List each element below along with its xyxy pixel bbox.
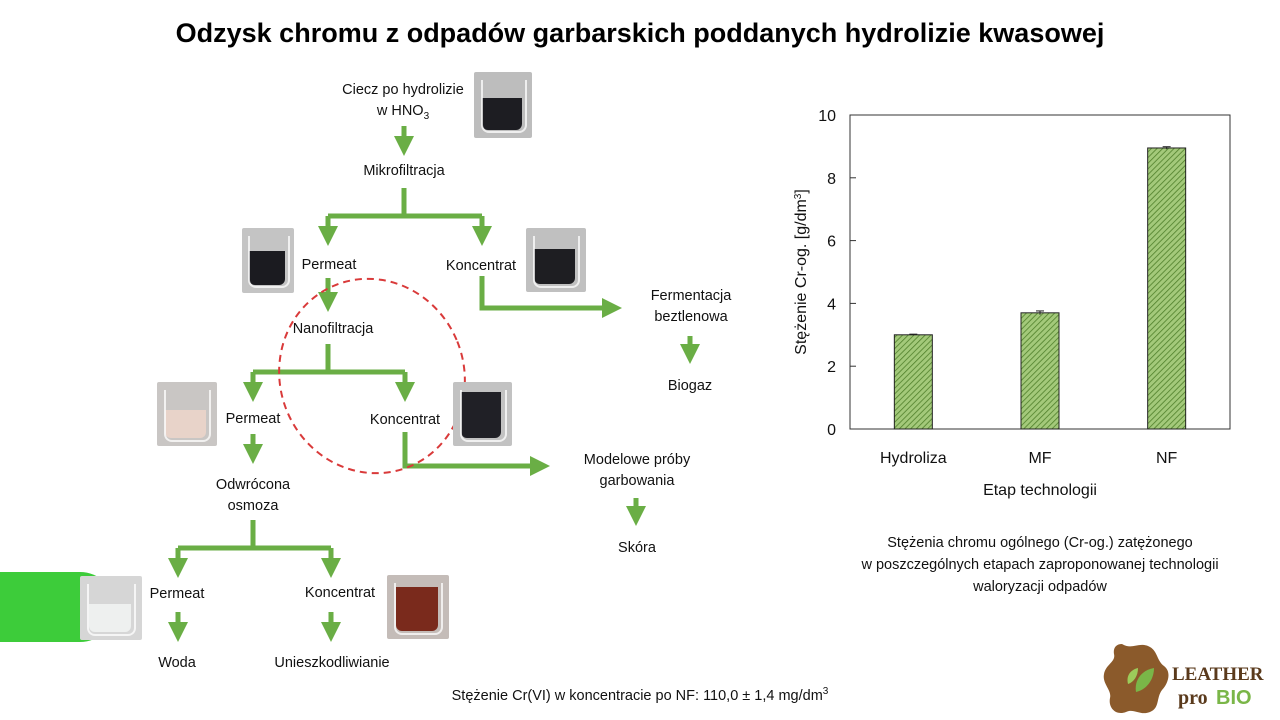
node-permeat-2: Permeat	[225, 411, 281, 427]
split-after-nanofiltracja	[253, 344, 405, 375]
bars	[893, 146, 1187, 430]
y-tick-label: 8	[827, 171, 836, 188]
leather-pro-bio-logo: LEATHER pro BIO	[1103, 644, 1264, 714]
node-koncentrat-2: Koncentrat	[369, 412, 441, 428]
bar-nf	[1147, 147, 1187, 430]
x-tick-label: Hydroliza	[880, 450, 947, 467]
beaker-photo-permeat-mf	[242, 228, 294, 293]
beaker-photo-koncentrat-nf	[453, 382, 512, 446]
x-tick-label: NF	[1156, 450, 1178, 467]
node-unieszkodliwianie: Unieszkodliwianie	[274, 655, 390, 671]
y-axis-label: Stężenie Cr-og. [g/dm3]	[793, 189, 811, 355]
y-tick-label: 0	[827, 422, 836, 439]
node-permeat-3: Permeat	[149, 586, 205, 602]
y-tick-label: 6	[827, 234, 836, 251]
footer-note: Stężenie Cr(VI) w koncentracie po NF: 11…	[451, 686, 829, 704]
node-fermentacja-beztlenowa: Fermentacja beztlenowa	[650, 288, 732, 325]
node-skora: Skóra	[618, 540, 656, 556]
beaker-photo-hydrolizat	[474, 72, 532, 138]
x-axis: Hydroliza MF NF	[880, 450, 1178, 467]
node-mikrofiltracja: Mikrofiltracja	[363, 163, 445, 179]
node-nanofiltracja: Nanofiltracja	[292, 321, 374, 337]
node-biogaz: Biogaz	[667, 378, 713, 394]
logo-text-leather: LEATHER	[1172, 664, 1264, 685]
beaker-photo-permeat-nf	[157, 382, 217, 446]
beaker-photo-koncentrat-mf	[526, 228, 586, 292]
split-after-mikrofiltracja	[328, 188, 482, 219]
arrow-to-modelowe	[402, 432, 550, 476]
beaker-photo-koncentrat-ro	[387, 575, 449, 639]
y-tick-label: 2	[827, 359, 836, 376]
logo-text-bio: BIO	[1216, 687, 1252, 709]
nanofiltration-highlight-ellipse	[278, 277, 466, 475]
node-koncentrat-3: Koncentrat	[304, 585, 376, 601]
node-permeat-1: Permeat	[301, 257, 357, 273]
bar-mf	[1020, 312, 1060, 430]
page-title: Odzysk chromu z odpadów garbarskich podd…	[175, 18, 1105, 48]
node-woda: Woda	[158, 655, 196, 671]
y-axis: 0 2 4 6 8 10	[818, 108, 856, 439]
node-ciecz-po-hydrolizie: Ciecz po hydrolizie w HNO3	[342, 82, 464, 122]
y-tick-label: 4	[827, 296, 836, 313]
x-tick-label: MF	[1028, 450, 1051, 467]
node-koncentrat-1: Koncentrat	[445, 258, 517, 274]
bar-hydroliza	[893, 334, 933, 430]
beaker-photo-permeat-ro	[80, 576, 142, 640]
logo-text-pro: pro	[1178, 687, 1208, 709]
chart-caption: Stężenia chromu ogólnego (Cr-og.) zatężo…	[861, 535, 1219, 595]
y-tick-label: 10	[818, 108, 836, 125]
node-modelowe-proby-garbowania: Modelowe próby garbowania	[583, 452, 691, 489]
bar-chart: 0 2 4 6 8 10 Hydroliza MF NF Etap technologii S…	[793, 108, 1231, 499]
leather-hide-icon	[1103, 644, 1169, 714]
leaf-icon	[1135, 668, 1154, 692]
split-after-odwrocona	[178, 520, 331, 551]
x-axis-label: Etap technologii	[983, 482, 1097, 499]
arrow-to-fermentacja	[479, 276, 622, 318]
node-odwrocona-osmoza: Odwrócona osmoza	[215, 477, 291, 514]
